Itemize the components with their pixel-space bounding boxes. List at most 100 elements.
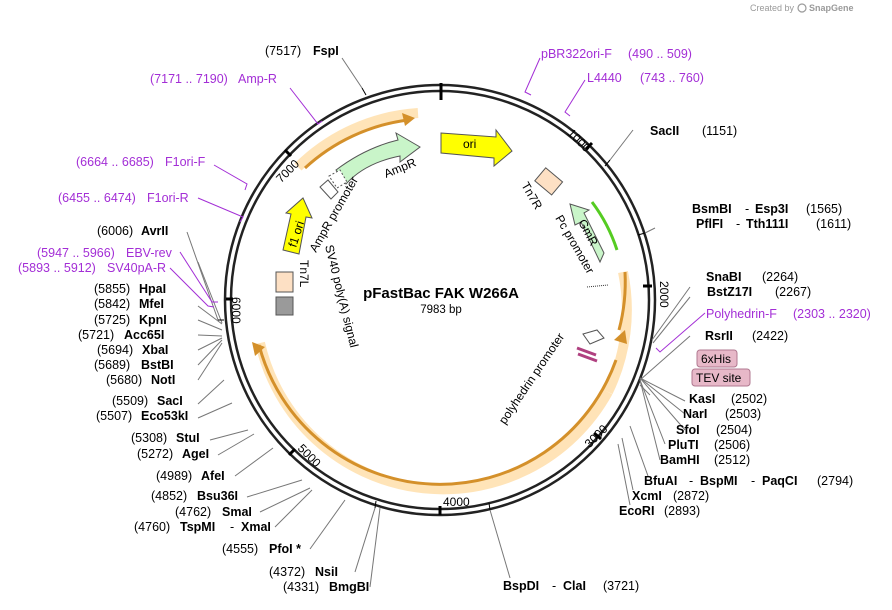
tev-site-label-box: TEV site (691, 368, 751, 387)
site-name: AfeI (201, 469, 225, 483)
his-tag-label: 6xHis (701, 352, 731, 366)
site-position: (2794) (817, 474, 853, 488)
tn7l-label: Tn7L (297, 260, 311, 288)
site-position: (4852) (151, 489, 187, 503)
primer-label-amp-r: Amp-R (238, 72, 277, 86)
site-position: (2267) (775, 285, 811, 299)
site-position: (1151) (702, 124, 737, 138)
site-position: (2503) (725, 407, 761, 421)
site-position: (7517) (265, 44, 301, 58)
site-position: (5507) (96, 409, 132, 423)
primer-label-f1ori-f: F1ori-F (165, 155, 206, 169)
tev-site-label: TEV site (696, 371, 742, 385)
site-position: (5308) (131, 431, 167, 445)
primer-label-l4440: L4440 (587, 71, 622, 85)
primer-range: (490 .. 509) (628, 47, 692, 61)
site-name: XmaI (241, 520, 271, 534)
site-name: StuI (176, 431, 200, 445)
leader-lines (186, 57, 691, 588)
sv40-polya-box (275, 296, 294, 316)
site-separator: - (230, 520, 234, 534)
plasmid-name: pFastBac FAK W266A (363, 285, 519, 302)
site-position: (5855) (94, 282, 130, 296)
site-position: (5509) (112, 394, 148, 408)
primer-range: (2303 .. 2320) (793, 307, 871, 321)
primer-range: (7171 .. 7190) (150, 72, 228, 86)
site-position: (2502) (731, 392, 767, 406)
tick-label-1000: 1000 (565, 126, 594, 155)
site-name: PflFI (696, 217, 723, 231)
site-name: SacII (650, 124, 679, 138)
site-name: BspDI (503, 579, 539, 593)
site-position: (2504) (716, 423, 752, 437)
site-position: (6006) (97, 224, 133, 238)
primer-range: (6664 .. 6685) (76, 155, 154, 169)
site-name: NotI (151, 373, 175, 387)
site-separator: - (751, 474, 755, 488)
site-position: (5680) (106, 373, 142, 387)
gmr-arc (590, 201, 619, 251)
site-name: SmaI (222, 505, 252, 519)
site-separator: - (736, 217, 740, 231)
site-name: PluTI (668, 438, 699, 452)
site-name: SacI (157, 394, 183, 408)
site-name: AgeI (182, 447, 209, 461)
site-name: HpaI (139, 282, 166, 296)
site-name: PfoI * (269, 542, 301, 556)
site-name: MfeI (139, 297, 164, 311)
position-ticks (226, 141, 652, 515)
site-position: (4555) (222, 542, 258, 556)
site-name: BmgBI (329, 580, 369, 594)
site-position: (2512) (714, 453, 750, 467)
site-position: (5842) (94, 297, 130, 311)
site-separator: - (689, 474, 693, 488)
f1-ori-feature: f1 ori (282, 197, 313, 255)
site-name: RsrII (705, 329, 733, 343)
sites-left: (7517) FspI (6006) AvrII (5855) HpaI (58… (78, 44, 369, 594)
primer-range: (5893 .. 5912) (18, 261, 96, 275)
site-name: BfuAI (644, 474, 677, 488)
ori-feature: ori (440, 128, 513, 168)
his-tag-label-box: 6xHis (696, 349, 738, 368)
sv40-polya-label: SV40 poly(A) signal (322, 243, 361, 349)
pc-promoter-marker (586, 284, 609, 288)
site-name: TspMI (180, 520, 215, 534)
site-position: (4762) (175, 505, 211, 519)
site-name: Tth111I (746, 217, 788, 231)
snapgene-credit: Created by SnapGene (750, 3, 854, 13)
site-position: (3721) (603, 579, 639, 593)
ori-label: ori (463, 137, 476, 151)
credit-brand: SnapGene (809, 3, 854, 13)
insert-arrow-icon (614, 330, 627, 344)
site-position: (2422) (752, 329, 788, 343)
site-name: AvrII (141, 224, 168, 238)
primer-label-sv40pa-r: SV40pA-R (107, 261, 166, 275)
site-name: BstZ17I (707, 285, 752, 299)
site-position: (2872) (673, 489, 709, 503)
site-name: Eco53kI (141, 409, 188, 423)
site-name: BsmBI (692, 202, 732, 216)
site-position: (1565) (806, 202, 842, 216)
polyhedrin-promoter-label: polyhedrin promoter (496, 330, 567, 426)
sites-right: SacII (1151) BsmBI - Esp3I (1565) PflFI … (503, 124, 853, 593)
site-position: (2264) (762, 270, 798, 284)
site-name: BspMI (700, 474, 738, 488)
primer-range: (6455 .. 6474) (58, 191, 136, 205)
site-name: KasI (689, 392, 715, 406)
primer-range: (5947 .. 5966) (37, 246, 115, 260)
site-position: (4760) (134, 520, 170, 534)
site-position: (4989) (156, 469, 192, 483)
site-separator: - (745, 202, 749, 216)
plasmid-length: 7983 bp (420, 304, 462, 316)
site-position: (5272) (137, 447, 173, 461)
site-name: EcoRI (619, 504, 654, 518)
credit-prefix: Created by (750, 3, 795, 13)
site-ticks (218, 87, 646, 511)
site-name: Acc65I (124, 328, 164, 342)
site-position: (2893) (664, 504, 700, 518)
site-name: XcmI (632, 489, 662, 503)
site-separator: - (552, 579, 556, 593)
site-name: PaqCI (762, 474, 797, 488)
primer-lines (169, 57, 706, 353)
site-position: (5725) (94, 313, 130, 327)
